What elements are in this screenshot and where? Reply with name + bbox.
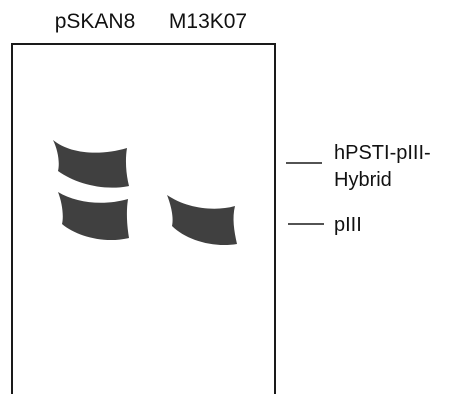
band-pskan8-hybrid [53, 140, 129, 188]
marker-label-hybrid-line2: Hybrid [334, 169, 392, 191]
marker-label-piii: pIII [334, 214, 362, 236]
marker-label-hybrid-line1: hPSTI-pIII- [334, 142, 431, 164]
lane-label-pskan8: pSKAN8 [55, 10, 136, 33]
band-m13k07-piii [167, 195, 237, 246]
lane-label-m13k07: M13K07 [169, 10, 247, 33]
band-pskan8-piii [58, 192, 129, 241]
gel-frame [11, 43, 276, 394]
